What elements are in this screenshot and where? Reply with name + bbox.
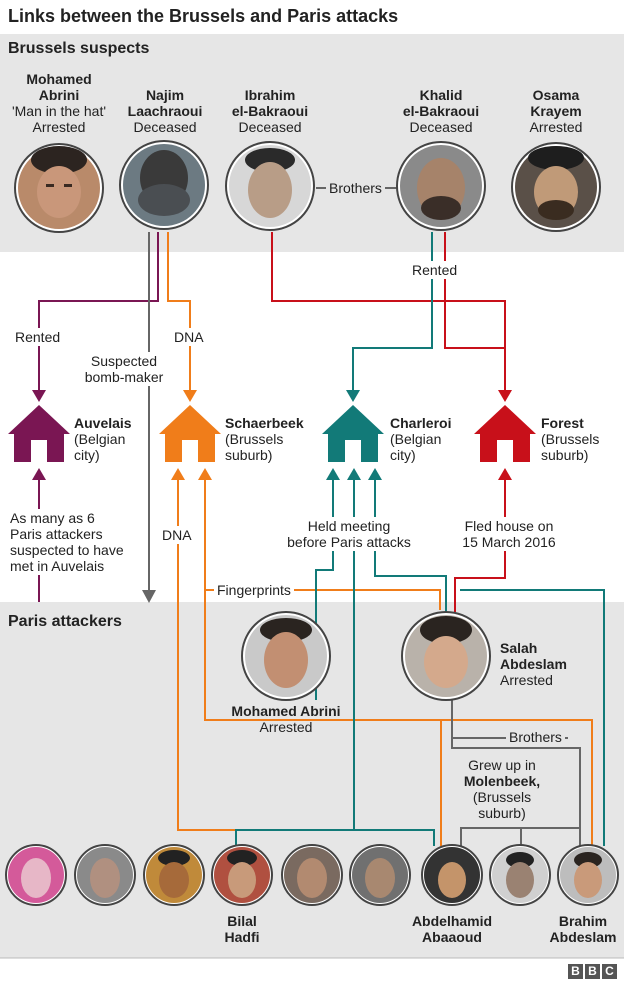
teal-line-brahim <box>460 589 605 846</box>
portraits-paris-main <box>241 611 491 701</box>
purple-line-rented <box>38 232 159 392</box>
bbc-logo: B B C <box>568 964 617 979</box>
portraits-paris-row <box>5 844 619 906</box>
red-line-forest <box>271 232 506 392</box>
house-icon-forest <box>474 405 536 462</box>
label-dna-bottom: DNA <box>160 526 194 544</box>
section-paris: Paris attackers <box>8 613 122 630</box>
label-held-meeting: Held meeting before Paris attacks <box>275 517 423 551</box>
arrowheads <box>32 390 512 603</box>
avatar-khalid-el-bakraoui <box>396 141 486 231</box>
teal-line-charleroi <box>352 232 433 392</box>
paris-label-abdelhamid-abaaoud: Abdelhamid Abaaoud <box>411 913 493 945</box>
suspect-label-mohamed-abrini: Mohamed Abrini 'Man in the hat' Arrested <box>11 71 107 135</box>
avatar-salah-abdeslam <box>401 611 491 701</box>
house-label-schaerbeek: Schaerbeek (Brussels suburb) <box>225 415 304 463</box>
suspect-label-osama-krayem: Osama Krayem Arrested <box>529 87 583 135</box>
portraits-brussels <box>14 140 601 233</box>
grey-line-brothers <box>451 700 581 846</box>
page-title: Links between the Brussels and Paris att… <box>8 6 399 26</box>
brussels-band <box>0 34 624 252</box>
label-dna-top: DNA <box>172 328 206 346</box>
house-icon-charleroi <box>322 405 384 462</box>
label-rented-khalid: Rented <box>410 261 460 279</box>
teal-line-meeting-3 <box>354 829 435 846</box>
avatar-mohamed-abrini-top <box>14 143 104 233</box>
section-brussels: Brussels suspects <box>8 40 150 57</box>
label-rented-auvelais: Rented <box>13 328 63 346</box>
paris-label-salah-abdeslam: Salah Abdeslam Arrested <box>500 640 567 688</box>
paris-label-mohamed-abrini: Mohamed Abrini Arrested <box>231 703 341 735</box>
label-fingerprints: Fingerprints <box>214 582 294 598</box>
avatar-paris-5 <box>281 844 343 906</box>
house-icon-schaerbeek <box>159 405 221 462</box>
label-brothers-top: Brothers <box>326 180 385 196</box>
orange-line-brahim-schaerbeek <box>204 590 593 846</box>
paris-label-brahim-abdeslam: Brahim Abdeslam <box>549 913 617 945</box>
avatar-paris-8 <box>489 844 551 906</box>
house-label-charleroi: Charleroi (Belgian city) <box>390 415 452 463</box>
avatar-paris-6 <box>349 844 411 906</box>
avatar-osama-krayem <box>511 142 601 232</box>
avatar-paris-1 <box>5 844 67 906</box>
paris-label-bilal-hadfi: Bilal Hadfi <box>224 913 260 945</box>
avatar-paris-2 <box>74 844 136 906</box>
avatar-brahim-abdeslam <box>557 844 619 906</box>
house-label-forest: Forest (Brussels suburb) <box>541 415 600 463</box>
suspect-label-najim-laachraoui: Najim Laachraoui Deceased <box>127 87 203 135</box>
avatar-ibrahim-el-bakraoui <box>225 141 315 231</box>
label-fled-house: Fled house on 15 March 2016 <box>454 517 564 551</box>
suspect-label-khalid-el-bakraoui: Khalid el-Bakraoui Deceased <box>402 87 480 135</box>
avatar-najim-laachraoui <box>119 140 209 230</box>
grey-line-molenbeek <box>460 827 580 846</box>
label-auvelais-note: As many as 6 Paris attackers suspected t… <box>8 509 126 575</box>
avatar-paris-3 <box>143 844 205 906</box>
label-suspected-bomb-maker: Suspected bomb-maker <box>78 352 170 386</box>
teal-line-meeting-2 <box>235 478 355 846</box>
orange-line-dna-top <box>167 232 191 392</box>
house-label-auvelais: Auvelais (Belgian city) <box>74 415 132 463</box>
orange-line-fingerprints <box>204 478 441 610</box>
house-icon-auvelais <box>8 405 70 462</box>
avatar-bilal-hadfi <box>211 844 273 906</box>
label-grew-up: Grew up in Molenbeek, (Brussels suburb) <box>448 757 556 821</box>
avatar-mohamed-abrini-paris <box>241 611 331 701</box>
avatar-abdelhamid-abaaoud <box>421 844 483 906</box>
suspect-label-ibrahim-el-bakraoui: Ibrahim el-Bakraoui Deceased <box>231 87 309 135</box>
label-brothers-bottom: Brothers <box>506 729 565 745</box>
red-line-khalid-forest <box>444 232 505 349</box>
